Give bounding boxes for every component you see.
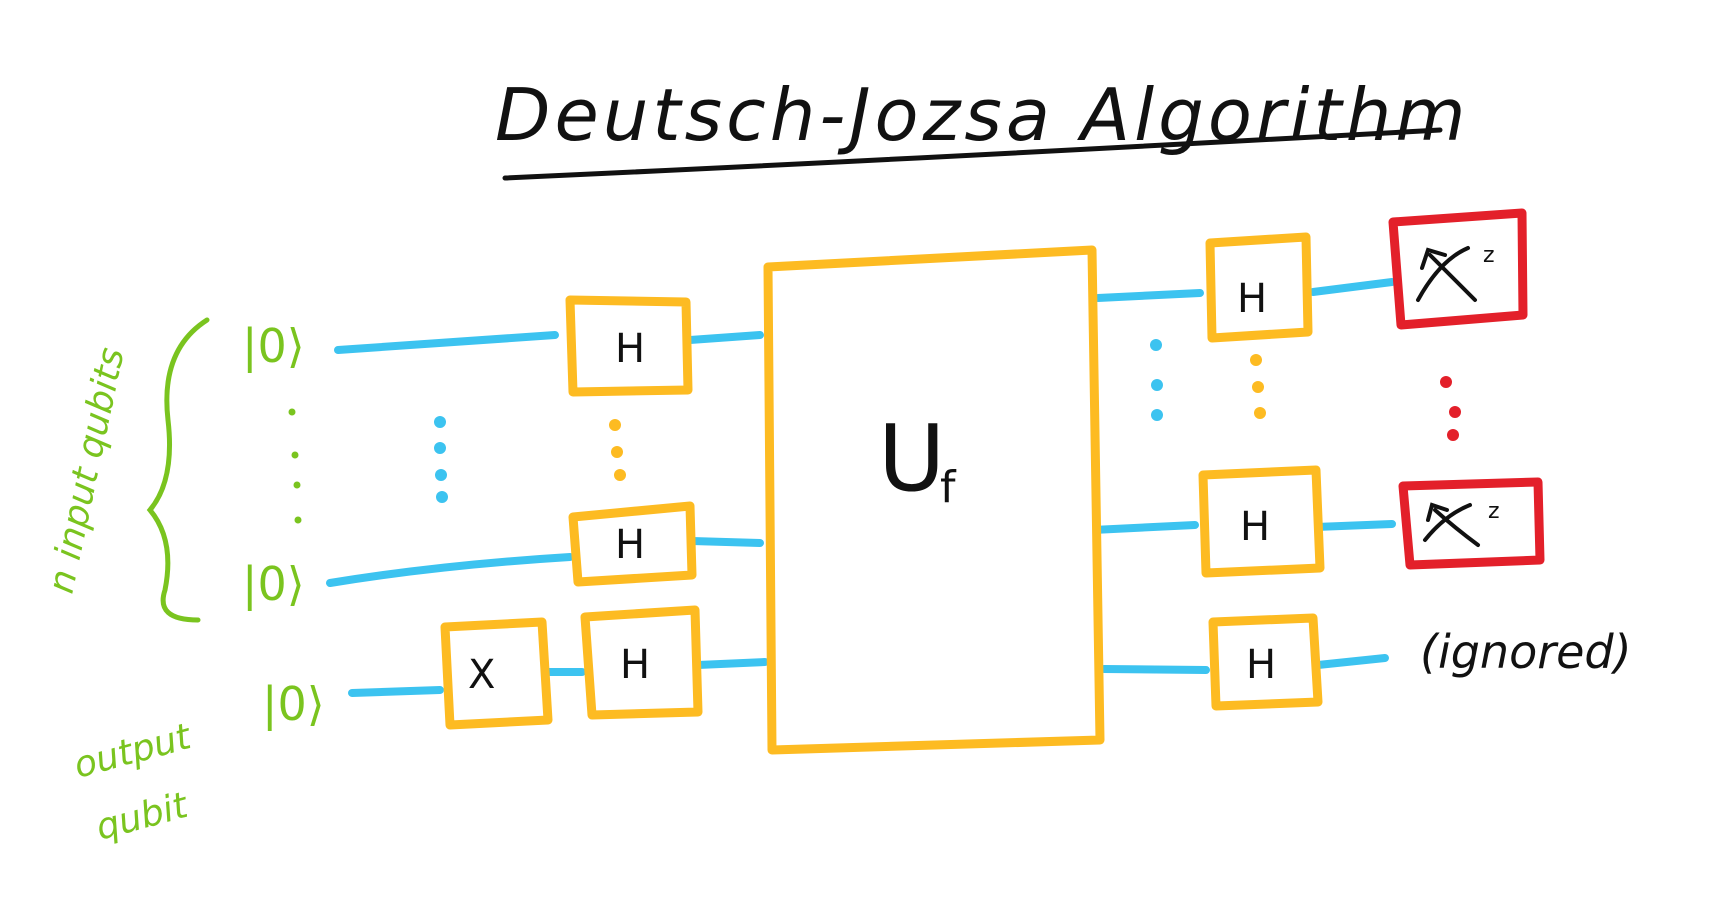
ket-input-bottom: |0⟩ — [242, 557, 305, 612]
gate-x-output: X — [440, 617, 553, 730]
gate-x-output-label: X — [468, 652, 495, 698]
gate-h-post-bottom: H — [1198, 465, 1325, 578]
gate-ellipsis-input — [609, 419, 626, 481]
wire-output-ignored — [1314, 654, 1389, 669]
gate-h-input-top: H — [565, 295, 693, 397]
ket-ellipsis — [288, 408, 302, 524]
measure-top-superscript: z — [1483, 243, 1495, 268]
ignored-label: (ignored) — [1420, 625, 1632, 679]
gate-h-post-top: H — [1205, 232, 1313, 343]
input-qubits-annotation: n input qubits — [41, 317, 210, 623]
gate-h-input-bottom-label: H — [615, 522, 645, 568]
output-qubit-label-line1: output — [70, 716, 197, 787]
measure-ellipsis — [1440, 376, 1461, 441]
gate-h-output: H — [580, 605, 703, 720]
measure-bottom-superscript: z — [1488, 499, 1500, 524]
wire-bottom-mid — [688, 537, 764, 547]
measure-bottom: z — [1398, 477, 1545, 570]
meter-icon — [1416, 246, 1477, 302]
input-qubits-label: n input qubits — [41, 344, 133, 597]
gate-h-input-top-label: H — [615, 326, 645, 372]
title-underline — [502, 127, 1443, 181]
gate-h-post-output-label: H — [1246, 642, 1276, 688]
output-qubit-label-line2: qubit — [92, 785, 194, 849]
oracle-uf: U f — [763, 245, 1105, 755]
oracle-uf-main-label: U — [878, 405, 945, 512]
ket-output: |0⟩ — [262, 677, 325, 732]
wire-bottom-h-meter — [1312, 520, 1396, 531]
wire-ellipsis — [434, 339, 1163, 503]
wire-bottom-out — [1089, 521, 1199, 534]
measure-top: z — [1388, 208, 1528, 330]
meter-icon — [1423, 502, 1480, 547]
gate-h-output-label: H — [620, 642, 650, 688]
input-brace — [146, 317, 210, 623]
gate-h-post-top-label: H — [1237, 276, 1267, 322]
diagram-title: Deutsch-Jozsa Algorithm — [495, 73, 1470, 157]
gate-h-input-bottom: H — [568, 501, 697, 587]
wire-output-out — [1100, 665, 1210, 674]
wires — [326, 278, 1396, 697]
wire-top-in — [334, 331, 559, 354]
gate-h-post-bottom-label: H — [1240, 504, 1270, 550]
wire-output-in — [348, 686, 444, 697]
gate-h-post-output: H — [1208, 613, 1323, 711]
wire-bottom-in — [326, 553, 574, 587]
wire-top-mid — [686, 331, 764, 344]
ket-input-top: |0⟩ — [242, 319, 305, 374]
wire-top-out — [1094, 289, 1204, 302]
wire-output-mid — [694, 658, 769, 669]
gate-ellipsis-post — [1250, 354, 1266, 419]
oracle-uf-sub-label: f — [940, 462, 957, 513]
wire-top-h-meter — [1309, 278, 1396, 296]
